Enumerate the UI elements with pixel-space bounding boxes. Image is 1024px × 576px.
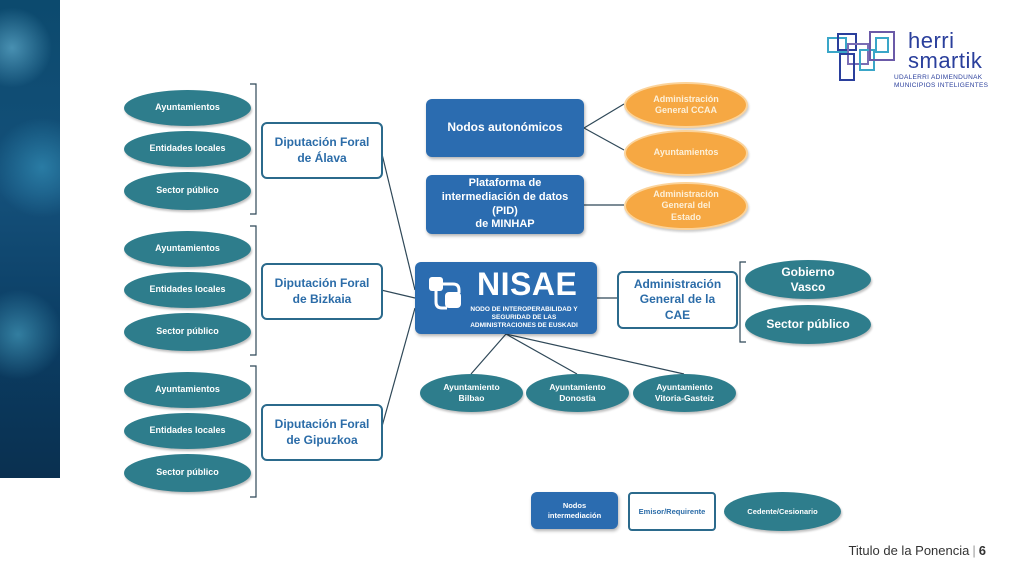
plataforma-line4: de MINHAP — [475, 218, 535, 231]
ayuntamiento-donostia-line1: Ayuntamiento — [549, 382, 606, 393]
leaf-ayuntamientos-gipuzkoa: Ayuntamientos — [124, 372, 251, 408]
ayuntamiento-bilbao-line1: Ayuntamiento — [443, 382, 500, 393]
logo-tagline: UDALERRI ADIMENDUNAK MUNICIPIOS INTELIGE… — [894, 74, 994, 90]
decorative-side-strip — [0, 0, 60, 478]
ayuntamiento-bilbao-line2: Bilbao — [458, 393, 485, 403]
orange-ayuntamientos: Ayuntamientos — [624, 130, 748, 176]
leaf-sector-publico-alava: Sector público — [124, 172, 251, 210]
legend-nodos-intermediacion: Nodos intermediación — [531, 492, 618, 529]
legend-nodos-line1: Nodos — [562, 500, 587, 510]
diputacion-bizkaia-line1: Diputación Foral — [274, 275, 370, 290]
orange-ccaa-line1: Administración — [653, 93, 719, 104]
logo-tag-line2: MUNICIPIOS INTELIGENTES — [894, 82, 989, 90]
ayuntamiento-vitoria-line2: Vitoria-Gasteiz — [654, 393, 715, 403]
gobierno-vasco-line1: Gobierno — [781, 264, 835, 279]
orange-admin-general-estado: Administración General del Estado — [624, 182, 748, 230]
nisae-sub-line1: NODO DE INTEROPERABILIDAD Y — [470, 306, 578, 313]
diputacion-bizkaia-box: Diputación Foral de Bizkaia — [261, 263, 383, 320]
orange-ayuntamientos-label: Ayuntamientos — [653, 147, 719, 158]
leaf-sector-publico-bizkaia: Sector público — [124, 313, 251, 351]
logo-text-herri: herri — [908, 28, 955, 53]
ayuntamiento-donostia-oval: Ayuntamiento Donostia — [526, 374, 629, 412]
leaf-entidades-locales-bizkaia: Entidades locales — [124, 272, 251, 308]
plataforma-line2: intermediación de datos — [441, 190, 569, 203]
leaf-ayuntamientos-bizkaia: Ayuntamientos — [124, 231, 251, 267]
leaf-entidades-locales-gipuzkoa: Entidades locales — [124, 413, 251, 449]
logo-tag-line1: UDALERRI ADIMENDUNAK — [894, 74, 983, 81]
legend-cedente-cesionario: Cedente/Cesionario — [724, 492, 841, 531]
ayuntamiento-vitoria-oval: Ayuntamiento Vitoria-Gasteiz — [633, 374, 736, 412]
nodos-autonomicos-box: Nodos autonómicos — [426, 99, 584, 157]
ayuntamiento-donostia-line2: Donostia — [559, 393, 596, 403]
diputacion-bizkaia-line2: de Bizkaia — [292, 291, 352, 306]
herri-smartik-logo-icon — [827, 31, 895, 81]
plataforma-line3: (PID) — [492, 204, 518, 217]
diputacion-gipuzkoa-line1: Diputación Foral — [274, 416, 370, 431]
diputacion-gipuzkoa-box: Diputación Foral de Gipuzkoa — [261, 404, 383, 461]
nodos-autonomicos-label: Nodos autonómicos — [447, 120, 563, 135]
admin-cae-line3: CAE — [664, 307, 691, 322]
ayuntamiento-bilbao-oval: Ayuntamiento Bilbao — [420, 374, 523, 412]
logo-text-smartik: smartik — [908, 48, 983, 73]
orange-estado-line2: General del — [661, 200, 711, 211]
leaf-ayuntamientos-alava: Ayuntamientos — [124, 90, 251, 126]
plataforma-pid-box: Plataforma de intermediación de datos (P… — [426, 175, 584, 234]
footer: Titulo de la Ponencia|6 — [848, 543, 986, 558]
nisae-sub-line2: SEGURIDAD DE LAS — [491, 314, 557, 322]
page-number: 6 — [978, 543, 986, 558]
sector-publico-right-oval: Sector público — [745, 305, 871, 344]
ayuntamiento-vitoria-line1: Ayuntamiento — [656, 382, 713, 393]
nisae-logo-icon — [425, 272, 469, 316]
diputacion-alava-line1: Diputación Foral — [274, 134, 370, 149]
nisae-subtitle: NODO DE INTEROPERABILIDAD Y SEGURIDAD DE… — [455, 306, 593, 330]
gobierno-vasco-line2: Vasco — [790, 279, 826, 294]
legend-emisor-label: Emisor/Requirente — [638, 506, 706, 516]
orange-estado-line3: Estado — [670, 211, 701, 222]
admin-cae-line1: Administración — [633, 276, 722, 291]
leaf-sector-publico-gipuzkoa: Sector público — [124, 454, 251, 492]
gobierno-vasco-oval: Gobierno Vasco — [745, 260, 871, 299]
diputacion-alava-box: Diputación Foral de Álava — [261, 122, 383, 179]
nisae-box: NISAE NODO DE INTEROPERABILIDAD Y SEGURI… — [415, 262, 597, 334]
orange-admin-general-ccaa: Administración General CCAA — [624, 82, 748, 128]
legend-nodos-line2: intermediación — [547, 510, 602, 520]
diputacion-gipuzkoa-line2: de Gipuzkoa — [286, 432, 358, 447]
plataforma-line1: Plataforma de — [468, 177, 542, 189]
orange-ccaa-line2: General CCAA — [654, 105, 717, 115]
admin-cae-line2: General de la — [639, 292, 716, 307]
nisae-title: NISAE — [477, 266, 578, 302]
legend-emisor-requirente: Emisor/Requirente — [628, 492, 716, 531]
orange-estado-line1: Administración — [653, 189, 719, 200]
diputacion-alava-line2: de Álava — [297, 150, 347, 165]
nisae-sub-line3: ADMINISTRACIONES DE EUSKADI — [470, 322, 578, 330]
admin-cae-box: Administración General de la CAE — [617, 271, 738, 329]
footer-separator: | — [972, 543, 976, 558]
leaf-entidades-locales-alava: Entidades locales — [124, 131, 251, 167]
footer-title: Titulo de la Ponencia — [848, 543, 970, 558]
